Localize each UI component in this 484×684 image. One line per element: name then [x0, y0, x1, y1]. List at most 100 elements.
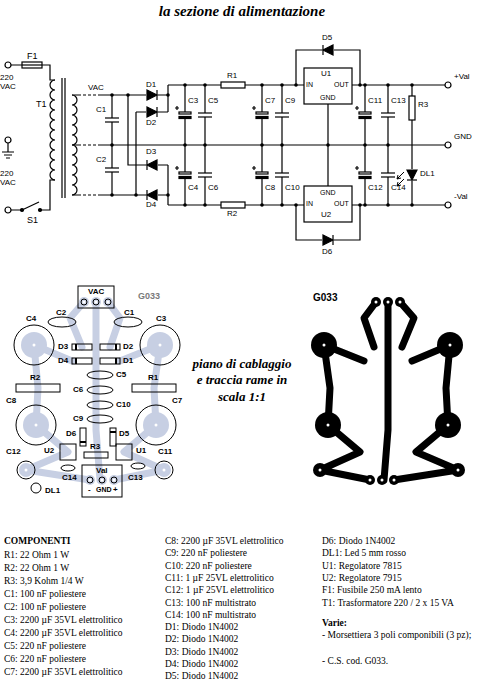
schematic-label: GND	[454, 133, 472, 142]
pcb-label: C9	[73, 415, 83, 424]
parts-list-line: C9: 220 nF poliestere	[165, 548, 321, 559]
pcb-label: C4	[26, 315, 36, 324]
pcb-label: D4	[58, 357, 68, 366]
schematic-label: C8	[265, 184, 275, 193]
pcb-label: D5	[119, 430, 129, 439]
parts-list-line: R2: 22 Ohm 1 W	[4, 563, 160, 574]
parts-list-line: C13: 100 nF multistrato	[165, 598, 321, 609]
schematic-label: C6	[208, 184, 218, 193]
schematic-label: C2	[96, 156, 106, 165]
pcb-label: C14	[62, 474, 77, 483]
schematic-label: C12	[368, 184, 383, 193]
pcb-label: C6	[73, 386, 83, 395]
schematic-label: OUT	[334, 81, 349, 89]
parts-list-line: C6: 220 nF poliestere	[4, 654, 160, 665]
schematic-label: 220 VAC	[0, 170, 24, 188]
schematic-label: IN	[306, 81, 313, 89]
schematic-label: D2	[146, 119, 156, 128]
parts-list-line: C14: 100 nF multistrato	[165, 610, 321, 621]
parts-list-line: COMPONENTI	[4, 536, 160, 547]
parts-list-line: C5: 220 nF poliestere	[4, 641, 160, 652]
schematic-label: C5	[208, 97, 218, 106]
schematic-label: U1	[321, 70, 331, 79]
schematic-label: R1	[227, 72, 237, 81]
schematic-label: S1	[27, 216, 38, 226]
schematic-label: VAC	[88, 84, 104, 93]
schematic-label: U2	[321, 211, 331, 220]
schematic-label: C4	[188, 184, 198, 193]
schematic-label: D6	[322, 248, 332, 257]
parts-list-line: C2: 100 nF poliestere	[4, 602, 160, 613]
parts-list-line: T1: Trasformatore 220 / 2 x 15 VA	[322, 598, 478, 609]
schematic-label: DL1	[420, 170, 435, 179]
parts-list-line: C1: 100 nF poliestere	[4, 589, 160, 600]
pcb-label: C8	[6, 397, 16, 406]
parts-list-line: U2: Regolatore 7915	[322, 573, 478, 584]
schematic-label: C10	[285, 184, 300, 193]
pcb-label: D3	[58, 343, 68, 352]
pcb-caption: piano di cablaggio e traccia rame in sca…	[190, 356, 294, 405]
schematic-label: 220 VAC	[0, 74, 24, 92]
pcb-label: R2	[30, 374, 40, 383]
schematic-label: GND	[320, 189, 336, 197]
parts-list-line: DL1: Led 5 mm rosso	[322, 548, 478, 559]
parts-list-line: - Morsettiera 3 poli componibili (3 pz);	[322, 630, 478, 641]
schematic-label: GND	[320, 94, 336, 102]
pcb-label: C7	[172, 397, 182, 406]
pcb-label: C5	[116, 371, 126, 380]
pcb-label: -	[88, 486, 91, 495]
pcb-label: D6	[66, 430, 76, 439]
schematic-label: T1	[36, 100, 47, 110]
pcb-label: C13	[128, 474, 143, 483]
pcb-label: R3	[90, 443, 100, 452]
schematic-label: IN	[306, 200, 313, 208]
schematic-label: +Val	[454, 73, 470, 82]
schematic-label: D5	[322, 34, 332, 43]
pcb-label: C1	[124, 309, 134, 318]
parts-list-line: D4: Diodo 1N4002	[165, 659, 321, 670]
schematic-label: R3	[418, 101, 428, 110]
pcb-label: U1	[136, 447, 146, 456]
pcb-label: U2	[44, 447, 54, 456]
pcb-label: C3	[156, 315, 166, 324]
pcb-label: C2	[56, 309, 66, 318]
parts-list-line: C11: 1 µF 25VL elettrolitico	[165, 573, 321, 584]
pcb-label: +	[113, 486, 118, 495]
pcb-label: DL1	[45, 487, 60, 496]
schematic-label: C3	[188, 97, 198, 106]
pcb-label: VAC	[88, 288, 104, 297]
schematic-label: D4	[146, 201, 156, 210]
parts-list-line: Varie:	[322, 618, 478, 629]
parts-list-line: F1: Fusibile 250 mA lento	[322, 585, 478, 596]
parts-list-line: R1: 22 Ohm 1 W	[4, 550, 160, 561]
parts-list-line: D2: Diodo 1N4002	[165, 634, 321, 645]
pcb-label: R1	[148, 374, 158, 383]
parts-list-line: D5: Diodo 1N4002	[165, 671, 321, 682]
parts-list-line: U1: Regolatore 7815	[322, 561, 478, 572]
schematic-label: F1	[27, 52, 38, 62]
parts-list-line: C4: 2200 µF 35VL elettrolitico	[4, 628, 160, 639]
parts-list-line: D1: Diodo 1N4002	[165, 622, 321, 633]
schematic-label: D1	[146, 81, 156, 90]
pcb-label: C11	[158, 448, 172, 457]
pcb-label: D2	[123, 343, 133, 352]
schematic-label: C11	[368, 97, 382, 106]
schematic-label: C13	[391, 97, 406, 106]
schematic-label: C9	[285, 97, 295, 106]
parts-list-line: C8: 2200 µF 35VL elettrolitico	[165, 536, 321, 547]
schematic-label: OUT	[334, 200, 349, 208]
pcb-code: G033	[313, 292, 337, 303]
parts-list-line: C12: 1 µF 25VL elettrolitico	[165, 585, 321, 596]
pcb-label: C10	[116, 401, 131, 410]
pcb-label: Val	[96, 467, 108, 476]
parts-list-line: D6: Diodo 1N4002	[322, 536, 478, 547]
schematic-label: -Val	[454, 193, 468, 202]
pcb-label: G033	[138, 292, 160, 302]
schematic-label: C14	[391, 184, 406, 193]
schematic-label: C7	[265, 97, 275, 106]
parts-list-line: C10: 220 nF poliestere	[165, 561, 321, 572]
pcb-label: C12	[6, 448, 21, 457]
parts-list-line: C3: 2200 µF 35VL elettrolitico	[4, 615, 160, 626]
parts-list-line: D3: Diodo 1N4002	[165, 647, 321, 658]
